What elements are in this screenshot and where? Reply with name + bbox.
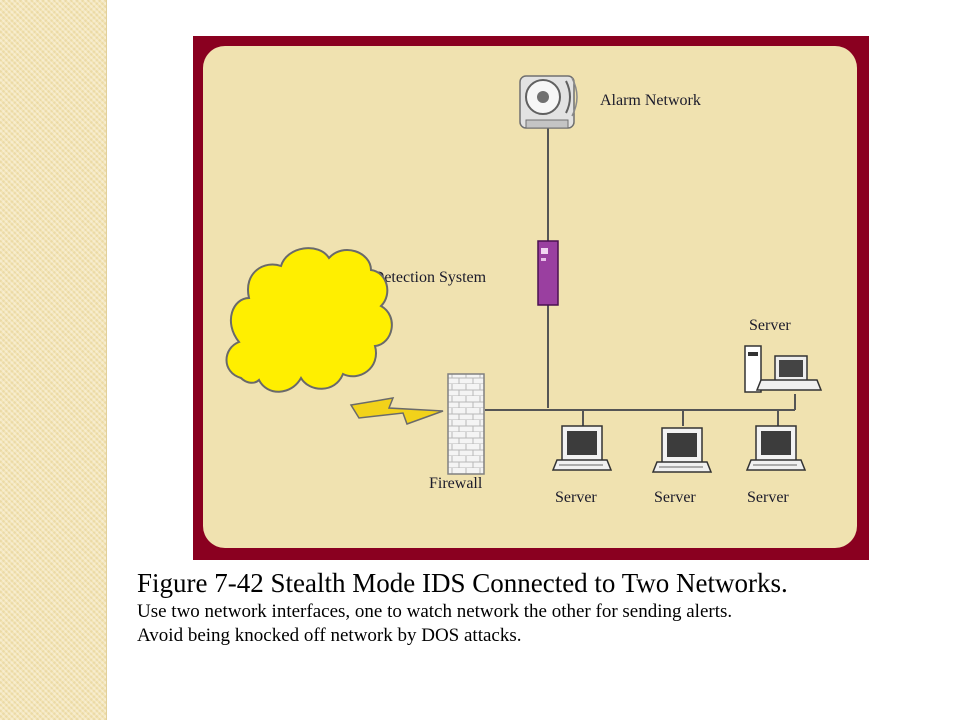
internet-cloud xyxy=(225,247,393,393)
caption-title: Figure 7-42 Stealth Mode IDS Connected t… xyxy=(137,568,788,598)
server-label-2: Server xyxy=(654,489,696,506)
figure-caption: Figure 7-42 Stealth Mode IDS Connected t… xyxy=(137,566,937,648)
lightning-icon xyxy=(349,397,444,425)
firewall-icon xyxy=(447,373,485,475)
alarm-network-label: Alarm Network xyxy=(600,92,701,109)
server-computer-icon-top xyxy=(744,345,823,393)
ids-device-icon xyxy=(537,240,559,306)
caption-line-1: Use two network interfaces, one to watch… xyxy=(137,601,733,622)
network-diagram: Alarm Network Intrusion Detection System… xyxy=(193,36,869,560)
server-computer-icon-3 xyxy=(745,425,807,471)
server-label-3: Server xyxy=(747,489,789,506)
server-computer-icon-1 xyxy=(551,425,613,471)
decorative-side-strip xyxy=(0,0,107,720)
server-label-1: Server xyxy=(555,489,597,506)
diagram-panel xyxy=(203,46,857,548)
server-label-top: Server xyxy=(749,317,791,334)
server-computer-icon-2 xyxy=(651,427,713,473)
caption-line-2: Avoid being knocked off network by DOS a… xyxy=(137,625,522,646)
alarm-bell-icon xyxy=(519,75,578,129)
firewall-label: Firewall xyxy=(429,475,483,492)
